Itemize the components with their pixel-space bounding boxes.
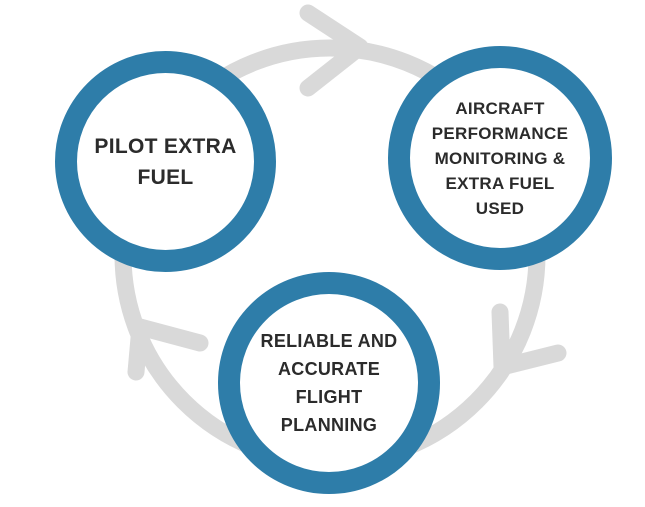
node-label-line: FLIGHT xyxy=(295,387,363,407)
arrowhead-bottom-right-icon xyxy=(491,303,567,376)
arrowhead-bottom-left-icon xyxy=(127,318,209,381)
node-label-line: AIRCRAFT xyxy=(455,98,545,118)
node-label-line: PERFORMANCE xyxy=(431,123,569,143)
node-label-line: PILOT EXTRA xyxy=(94,134,237,158)
node-pilot-extra-fuel: PILOT EXTRA FUEL xyxy=(55,51,276,272)
node-label-line: ACCURATE xyxy=(277,359,381,379)
node-label-line: RELIABLE AND xyxy=(260,331,398,351)
node-aircraft-performance-monitoring: AIRCRAFT PERFORMANCE MONITORING & EXTRA … xyxy=(388,46,612,270)
node-label-line: PLANNING xyxy=(280,415,378,435)
arrowhead-top-icon xyxy=(299,4,369,97)
node-label-line: FUEL xyxy=(137,165,194,189)
node-label-line: USED xyxy=(475,198,525,218)
node-label-line: MONITORING & xyxy=(434,148,566,168)
node-reliable-flight-planning: RELIABLE AND ACCURATE FLIGHT PLANNING xyxy=(218,272,440,494)
node-label-line: EXTRA FUEL xyxy=(445,173,555,193)
